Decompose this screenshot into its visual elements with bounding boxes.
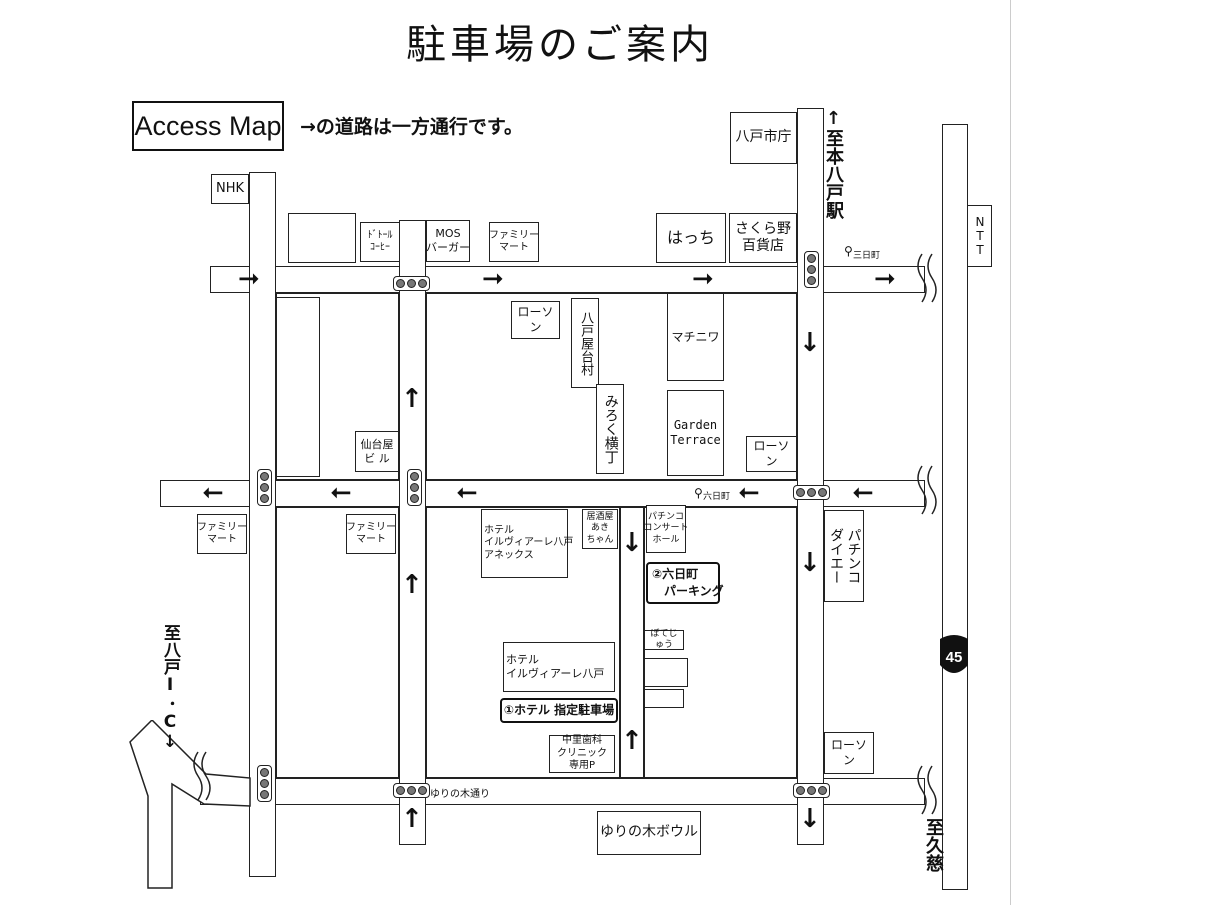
arrow-east-2: ➞ <box>482 264 504 294</box>
landmark-sendaiya: 仙台屋 ビ ル <box>355 431 399 472</box>
landmark-small-1 <box>644 658 688 687</box>
landmark-city-hall: 八戸市庁 <box>730 112 797 164</box>
traffic-signal <box>804 251 819 288</box>
road-vertical-1 <box>249 172 276 877</box>
map-page: 駐車場のご案内 Access Map →の道路は一方通行です。 NHK ﾄﾞﾄｰ… <box>129 0 1011 905</box>
arrow-west-1: ➞ <box>202 478 224 508</box>
landmark-familymart-mid: ファミリー マート <box>346 514 396 554</box>
landmark-mos: MOS バーガー <box>426 220 470 262</box>
ic-road <box>129 720 251 889</box>
road-vertical-2 <box>399 220 426 845</box>
landmark-yurinoki-bowl: ゆりの木ボウル <box>597 811 701 855</box>
traffic-signal <box>407 469 422 506</box>
road-route45 <box>942 124 968 890</box>
landmark-garden-terrace: Garden Terrace <box>667 390 724 476</box>
road-narrow <box>620 507 644 778</box>
landmark-familymart-top: ファミリー マート <box>489 222 539 262</box>
landmark-hotel-main: ホテル イルヴィアーレ八戸 <box>503 642 615 692</box>
landmark-small-2 <box>644 689 684 708</box>
arrow-east-3: ➞ <box>692 264 714 294</box>
page-right-margin <box>1011 0 1207 905</box>
landmark-ntt: NTT <box>967 205 992 267</box>
landmark-lawson-1: ローソン <box>511 301 560 339</box>
direction-kuji: 至久慈 <box>923 818 944 872</box>
parking-hotel: ①ホテル 指定駐車場 <box>500 698 618 723</box>
arrow-south-4: ↓ <box>799 804 821 834</box>
landmark-machiniwa: マチニワ <box>667 293 724 381</box>
landmark-mirokuyokocho: みろく横丁 <box>596 384 624 474</box>
traffic-signal <box>793 485 830 500</box>
arrow-south-1: ↓ <box>621 528 643 558</box>
arrow-east-1: ➞ <box>238 264 260 294</box>
landmark-pachinko-hall: パチンコ コンサート ホール <box>644 505 689 553</box>
arrow-east-4: ➞ <box>874 264 896 294</box>
street-mikkamachi: 三日町 <box>853 251 881 261</box>
street-yurinoki-dori: ゆりの木通り <box>430 789 490 800</box>
street-muikamachi: 六日町 <box>703 492 731 502</box>
landmark-doutor: ﾄﾞﾄｰﾙ ｺｰﾋｰ <box>360 222 400 262</box>
direction-hon-hachinohe: ↑至本八戸駅 <box>823 108 844 219</box>
street-mikkamachi-pin: ⚲ <box>844 244 853 258</box>
landmark-hachinohe-yatai: 八戸屋台村 <box>571 298 599 388</box>
landmark-lawson-3: ローソン <box>824 732 874 774</box>
access-map-label: Access Map <box>132 101 284 151</box>
traffic-signal <box>393 783 430 798</box>
arrow-south-3: ↓ <box>799 548 821 578</box>
landmark-nakasato-clinic: 中里歯科 クリニック 専用P <box>549 735 615 773</box>
arrow-north-3: ↑ <box>401 804 423 834</box>
arrow-west-3: ➞ <box>456 478 478 508</box>
route-45-number: 45 <box>946 649 963 666</box>
street-muikamachi-pin: ⚲ <box>694 486 703 500</box>
landmark-sakurano: さくら野 百貨店 <box>729 213 797 263</box>
landmark-familymart-left: ファミリー マート <box>197 514 247 554</box>
traffic-signal <box>393 276 430 291</box>
road-break-marks <box>193 253 937 815</box>
block-top-left <box>288 213 356 263</box>
arrow-west-2: ➞ <box>330 478 352 508</box>
oneway-note: →の道路は一方通行です。 <box>300 116 524 138</box>
landmark-pachinko-daiei: パチンコ ダイエー <box>824 510 864 602</box>
traffic-signal <box>793 783 830 798</box>
page-title: 駐車場のご案内 <box>406 22 714 68</box>
traffic-signal <box>257 469 272 506</box>
landmark-nhk: NHK <box>211 174 249 204</box>
arrow-west-4: ➞ <box>738 478 760 508</box>
road-vertical-3 <box>797 108 824 845</box>
arrow-south-2: ↓ <box>799 328 821 358</box>
landmark-botejuu: ぼてじゅう <box>644 629 684 650</box>
arrow-west-5: ➞ <box>852 478 874 508</box>
landmark-lawson-2: ローソン <box>746 436 797 472</box>
arrow-north-4: ↑ <box>621 726 643 756</box>
arrow-north-2: ↑ <box>401 570 423 600</box>
landmark-hacchi: はっち <box>656 213 726 263</box>
direction-hachinohe-ic: 至八戸I･C↓ <box>160 624 180 752</box>
route-45-shield-icon: 45 <box>940 635 968 673</box>
arrow-north-1: ↑ <box>401 384 423 414</box>
landmark-hotel-annex: ホテル イルヴィアーレ八戸 アネックス <box>481 509 573 578</box>
traffic-signal <box>257 765 272 802</box>
landmark-izakaya: 居酒屋 あき ちゃん <box>582 509 618 549</box>
block-left-top-inner <box>276 297 320 477</box>
parking-muikamachi: ②六日町 パーキング <box>646 562 724 604</box>
